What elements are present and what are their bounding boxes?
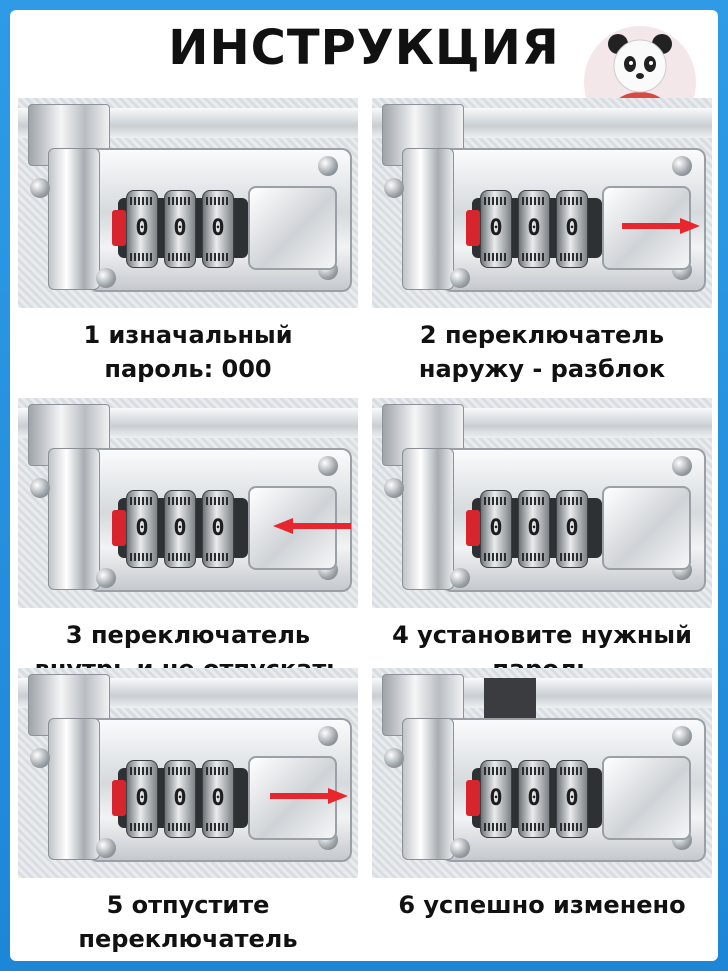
dial-1: 0 (126, 760, 158, 838)
caption-line-2: переключатель (78, 925, 298, 953)
dial-3: 0 (556, 490, 588, 568)
lock-image: 0 0 0 (372, 668, 712, 878)
dial-1: 0 (126, 190, 158, 268)
lock-image: 0 0 0 (18, 98, 358, 308)
dial-2: 0 (518, 190, 550, 268)
instruction-card: ИНСТРУКЦИЯ (10, 10, 718, 961)
dial-3: 0 (202, 190, 234, 268)
caption-line-1: 1 изначальный (83, 321, 293, 349)
arrow-right-icon (270, 788, 348, 804)
dial-2: 0 (164, 760, 196, 838)
dial-2: 0 (518, 490, 550, 568)
caption-line-2: пароль: 000 (104, 355, 272, 383)
step-caption: 6 успешно изменено (372, 888, 712, 922)
caption-line-1: 3 переключатель (65, 621, 311, 649)
step-caption: 1 изначальный пароль: 000 (18, 318, 358, 386)
dial-1: 0 (480, 490, 512, 568)
step-caption: 5 отпустите переключатель (18, 888, 358, 956)
lock-button (248, 186, 337, 270)
arrow-right-icon (622, 218, 700, 234)
caption-line-1: 5 отпустите (106, 891, 270, 919)
lock-image: 0 0 0 (372, 398, 712, 608)
dial-2: 0 (518, 760, 550, 838)
lock-image: 0 0 0 (372, 98, 712, 308)
caption-line-1: 4 установите нужный (392, 621, 692, 649)
dial-1: 0 (480, 760, 512, 838)
dial-3: 0 (556, 190, 588, 268)
caption-line-1: 6 успешно изменено (398, 891, 686, 919)
lock-image: 0 0 0 (18, 398, 358, 608)
dial-1: 0 (126, 490, 158, 568)
caption-line-2: наружу - разблок (418, 355, 666, 383)
dial-2: 0 (164, 490, 196, 568)
dial-1: 0 (480, 190, 512, 268)
dial-3: 0 (202, 490, 234, 568)
dial-3: 0 (556, 760, 588, 838)
caption-line-1: 2 переключатель (419, 321, 665, 349)
dial-3: 0 (202, 760, 234, 838)
lock-button (602, 756, 691, 840)
lock-image: 0 0 0 (18, 668, 358, 878)
step-caption: 2 переключатель наружу - разблок (372, 318, 712, 386)
page-title: ИНСТРУКЦИЯ (168, 20, 560, 76)
dark-patch (484, 678, 536, 718)
arrow-left-icon (273, 518, 351, 534)
lock-button (602, 486, 691, 570)
dial-2: 0 (164, 190, 196, 268)
